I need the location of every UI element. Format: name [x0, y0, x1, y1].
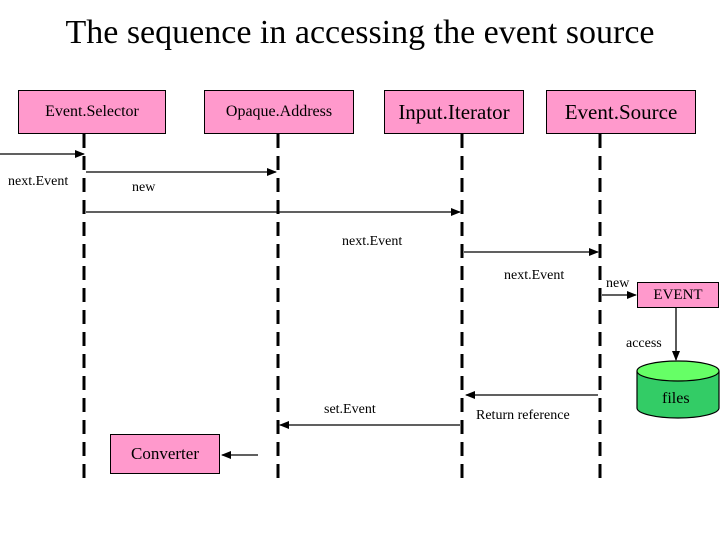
box-event-source-label: Event.Source	[564, 99, 678, 124]
msg-access: access	[626, 336, 662, 351]
box-event-selector-label: Event.Selector	[45, 103, 139, 120]
msg-new-1: new	[132, 180, 156, 195]
box-converter: Converter	[110, 434, 220, 474]
box-event-label: EVENT	[653, 286, 703, 303]
msg-next-event-3: next.Event	[504, 268, 565, 283]
box-opaque-address: Opaque.Address	[204, 90, 354, 134]
msg-new-2: new	[606, 276, 630, 291]
msg-set-event: set.Event	[324, 402, 376, 417]
box-event: EVENT	[637, 282, 719, 308]
files-cylinder	[636, 360, 720, 419]
files-label: files	[662, 390, 690, 407]
msg-return-reference: Return reference	[476, 408, 570, 423]
msg-next-event-1: next.Event	[8, 174, 69, 189]
diagram-title: The sequence in accessing the event sour…	[65, 14, 655, 51]
box-input-iterator-label: Input.Iterator	[398, 99, 510, 124]
box-event-selector: Event.Selector	[18, 90, 166, 134]
box-input-iterator: Input.Iterator	[384, 90, 524, 134]
box-event-source: Event.Source	[546, 90, 696, 134]
msg-next-event-2: next.Event	[342, 234, 403, 249]
box-opaque-address-label: Opaque.Address	[225, 103, 333, 120]
box-converter-label: Converter	[131, 444, 199, 463]
